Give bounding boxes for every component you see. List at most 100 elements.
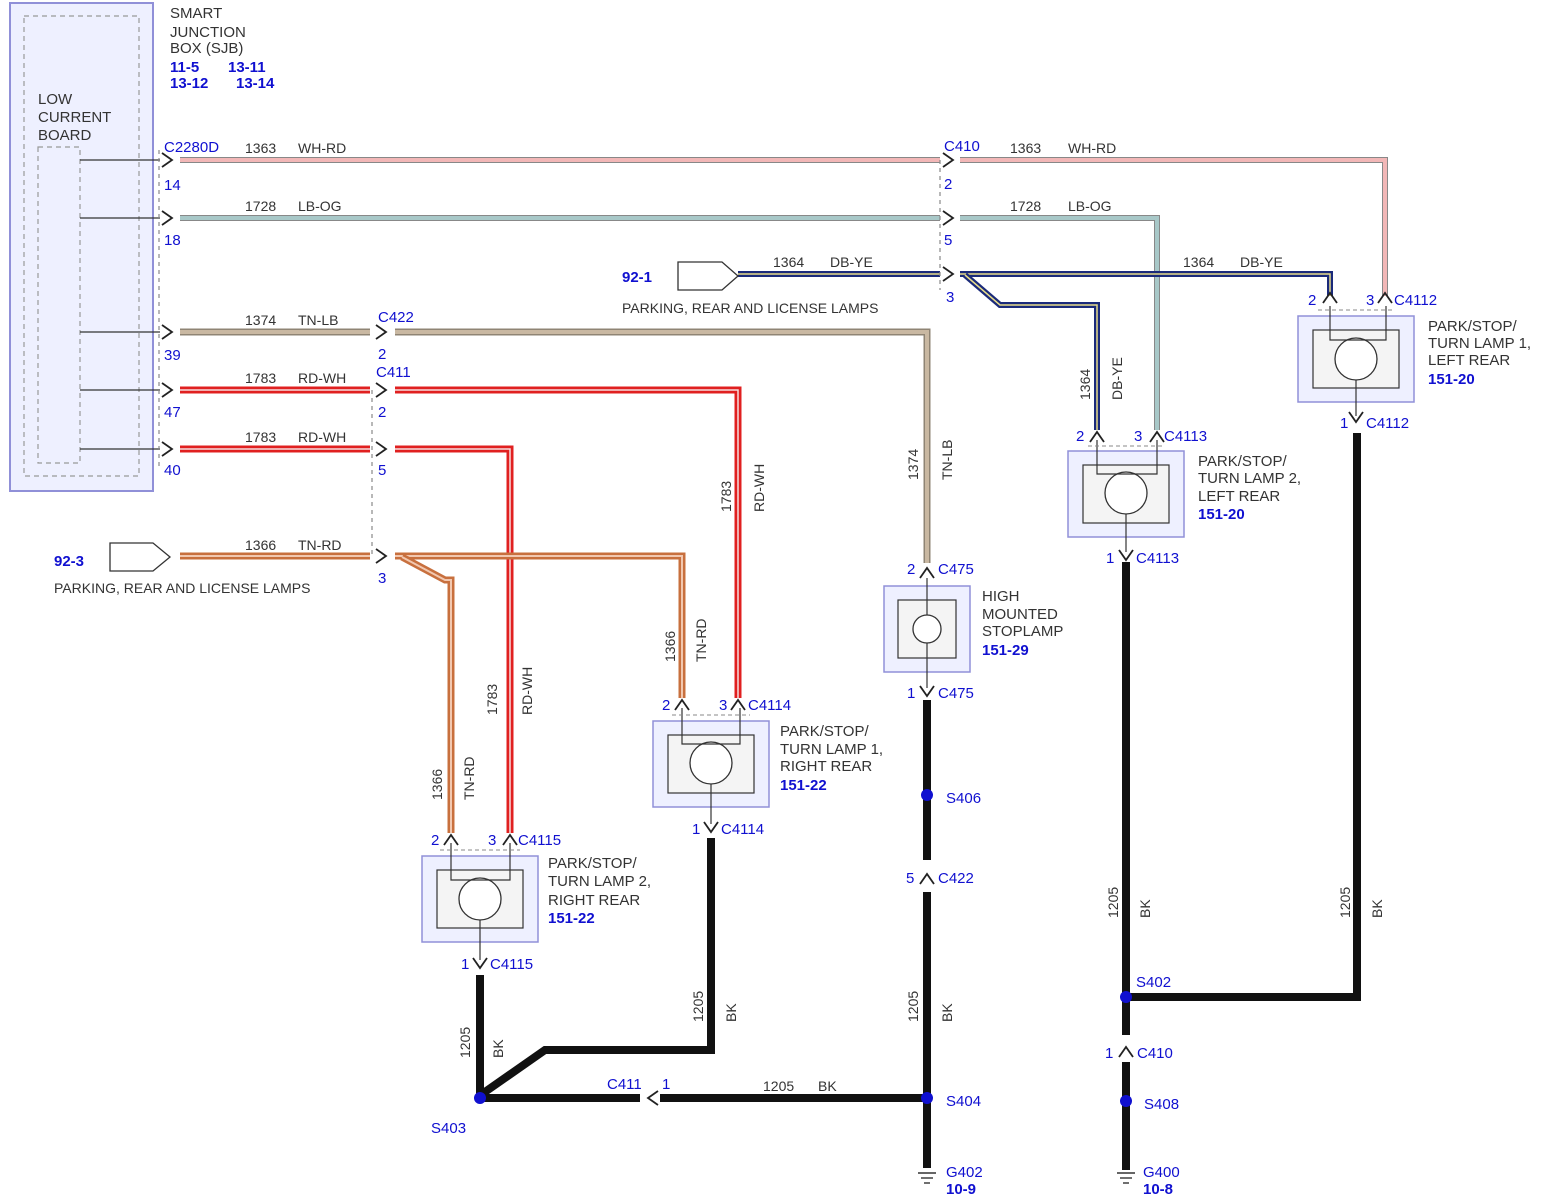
sjb-connector-label[interactable]: C2280D [164, 139, 219, 156]
svg-text:C4113: C4113 [1164, 428, 1207, 445]
wire-labels: 1363 WH-RD 1363 WH-RD 1728 LB-OG 1728 LB… [245, 140, 1385, 1094]
ref-92-1-label: PARKING, REAR AND LICENSE LAMPS [622, 300, 878, 316]
c410-ground-pin: 1 [1105, 1045, 1113, 1062]
c422-ground-label[interactable]: C422 [938, 870, 974, 887]
svg-text:LEFT REAR: LEFT REAR [1198, 488, 1280, 505]
board-label-2: CURRENT [38, 109, 111, 126]
svg-text:1783: 1783 [484, 684, 500, 715]
ref-92-3-label: PARKING, REAR AND LICENSE LAMPS [54, 580, 310, 596]
svg-text:2: 2 [431, 832, 439, 849]
svg-text:BK: BK [723, 1003, 739, 1022]
svg-text:2: 2 [662, 697, 670, 714]
c411-label[interactable]: C411 [376, 364, 411, 381]
svg-text:1: 1 [692, 821, 700, 838]
c411-pin-2: 2 [378, 404, 386, 421]
ref-92-1[interactable]: 92-1 PARKING, REAR AND LICENSE LAMPS [622, 261, 878, 316]
svg-text:3: 3 [488, 832, 496, 849]
svg-text:1205: 1205 [763, 1078, 794, 1094]
wire-1728 [180, 215, 1160, 430]
ref-92-3[interactable]: 92-3 PARKING, REAR AND LICENSE LAMPS [54, 542, 310, 596]
svg-text:1366: 1366 [662, 631, 678, 662]
lamp-1-right-rear-ref[interactable]: 151-22 [780, 777, 827, 794]
svg-text:TN-RD: TN-RD [298, 537, 342, 553]
svg-text:1: 1 [1340, 415, 1348, 432]
board-label-3: BOARD [38, 127, 92, 144]
svg-text:RD-WH: RD-WH [519, 667, 535, 715]
svg-text:1364: 1364 [773, 254, 804, 270]
c410-label[interactable]: C410 [944, 138, 980, 155]
lamp-1-left-rear[interactable]: PARK/STOP/ TURN LAMP 1, LEFT REAR 151-20… [1297, 292, 1531, 432]
svg-text:1: 1 [1106, 550, 1114, 567]
svg-text:LB-OG: LB-OG [1068, 198, 1112, 214]
sjb-title-2: JUNCTION [170, 24, 246, 41]
svg-text:WH-RD: WH-RD [298, 140, 346, 156]
high-mounted-stoplamp[interactable]: HIGH MOUNTED STOPLAMP 151-29 2 C475 1 C4… [883, 561, 1063, 702]
ground-wires [476, 433, 1361, 1170]
svg-text:C4113: C4113 [1136, 550, 1179, 567]
lamp-1-right-rear[interactable]: PARK/STOP/ TURN LAMP 1, RIGHT REAR 151-2… [652, 697, 883, 838]
svg-text:PARK/STOP/: PARK/STOP/ [548, 855, 637, 872]
svg-text:TN-RD: TN-RD [461, 756, 477, 800]
svg-text:TURN LAMP 1,: TURN LAMP 1, [1428, 335, 1531, 352]
wire-1366 [180, 552, 686, 833]
svg-text:1363: 1363 [245, 140, 276, 156]
svg-text:C4114: C4114 [721, 821, 764, 838]
c411-ground-label[interactable]: C411 [607, 1076, 642, 1093]
lamp-2-left-rear-ref[interactable]: 151-20 [1198, 506, 1245, 523]
svg-text:1366: 1366 [429, 769, 445, 800]
sjb-ref-1[interactable]: 11-5 [170, 59, 199, 76]
lamp-2-left-rear[interactable]: PARK/STOP/ TURN LAMP 2, LEFT REAR 151-20… [1067, 428, 1301, 567]
svg-text:RIGHT REAR: RIGHT REAR [548, 892, 640, 909]
sjb-ref-4[interactable]: 13-14 [236, 75, 275, 92]
svg-text:1728: 1728 [1010, 198, 1041, 214]
sjb-pin-14: 14 [164, 177, 181, 194]
sjb-ref-2[interactable]: 13-11 [228, 59, 266, 76]
svg-text:1364: 1364 [1077, 369, 1093, 400]
lamp-2-right-rear-ref[interactable]: 151-22 [548, 910, 595, 927]
c410-ground-label[interactable]: C410 [1137, 1045, 1173, 1062]
sjb-connector-arrows [161, 152, 174, 457]
svg-text:TN-LB: TN-LB [298, 312, 338, 328]
c422-connector: C422 2 [375, 309, 414, 363]
c411-pin-3: 3 [378, 570, 386, 587]
splice-s408: S408 [1144, 1096, 1179, 1113]
c411-connector: C411 2 5 3 [371, 364, 411, 587]
svg-text:C4112: C4112 [1394, 292, 1437, 309]
lamp-connector-arrows [443, 291, 1393, 1106]
wire-1783-a [180, 386, 742, 698]
ground-g400-ref[interactable]: 10-8 [1143, 1181, 1173, 1198]
svg-text:MOUNTED: MOUNTED [982, 606, 1058, 623]
svg-text:1205: 1205 [905, 991, 921, 1022]
svg-text:1364: 1364 [1183, 254, 1214, 270]
stoplamp-ref[interactable]: 151-29 [982, 642, 1029, 659]
c410-pin-5: 5 [944, 232, 952, 249]
splice-s406: S406 [946, 790, 981, 807]
ground-g402-ref[interactable]: 10-9 [946, 1181, 976, 1198]
sjb-title-1: SMART [170, 5, 222, 22]
svg-text:1366: 1366 [245, 537, 276, 553]
sjb-ref-3[interactable]: 13-12 [170, 75, 208, 92]
svg-text:RD-WH: RD-WH [298, 429, 346, 445]
splice-s403: S403 [431, 1120, 466, 1137]
lamp-2-right-rear[interactable]: PARK/STOP/ TURN LAMP 2, RIGHT REAR 151-2… [421, 832, 651, 973]
svg-text:LEFT REAR: LEFT REAR [1428, 352, 1510, 369]
sjb-title-3: BOX (SJB) [170, 40, 243, 57]
ref-92-3-link[interactable]: 92-3 [54, 553, 84, 570]
svg-text:PARK/STOP/: PARK/STOP/ [780, 723, 869, 740]
svg-text:1728: 1728 [245, 198, 276, 214]
c422-label[interactable]: C422 [378, 309, 414, 326]
svg-text:DB-YE: DB-YE [830, 254, 873, 270]
svg-text:C4115: C4115 [490, 956, 533, 973]
sjb-pin-47: 47 [164, 404, 181, 421]
svg-text:1205: 1205 [457, 1027, 473, 1058]
ref-92-1-link[interactable]: 92-1 [622, 269, 652, 286]
lamp-1-left-rear-ref[interactable]: 151-20 [1428, 371, 1475, 388]
svg-text:BK: BK [1369, 899, 1385, 918]
svg-text:HIGH: HIGH [982, 588, 1020, 605]
svg-text:1205: 1205 [690, 991, 706, 1022]
svg-text:BK: BK [939, 1003, 955, 1022]
svg-text:1374: 1374 [245, 312, 276, 328]
svg-text:2: 2 [1076, 428, 1084, 445]
